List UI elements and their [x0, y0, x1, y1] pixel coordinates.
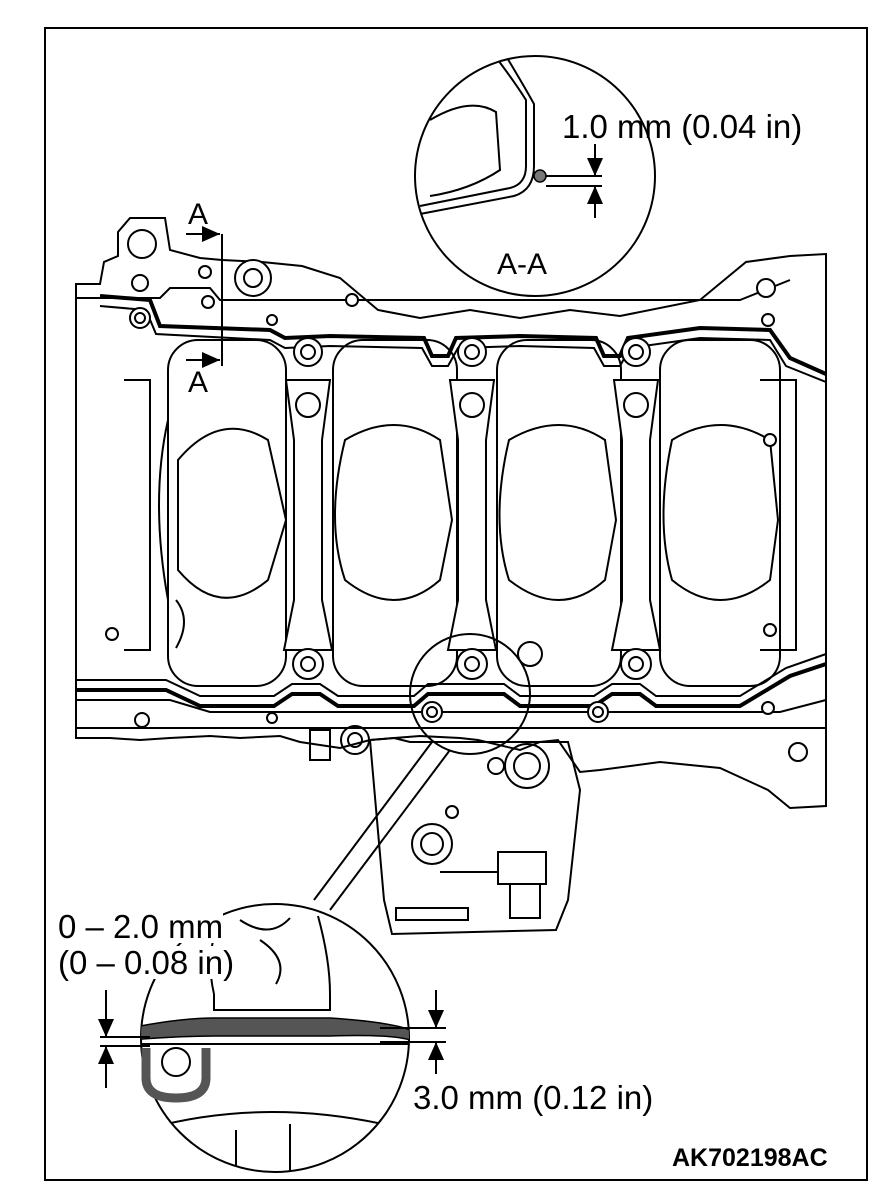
- figure-code: AK702198AC: [672, 1144, 828, 1172]
- bead-width-dimension: [98, 990, 150, 1088]
- gap-dimension-label: 1.0 mm (0.04 in): [562, 108, 803, 145]
- section-label-top: A: [188, 198, 209, 231]
- section-a-a-detail: [414, 55, 656, 297]
- bead-width-label-line1: 0 – 2.0 mm: [58, 908, 224, 945]
- bead-width-label-line2: (0 – 0.08 in): [58, 944, 235, 981]
- cylinder-bays: [167, 339, 781, 687]
- detail-leader-lines: [313, 741, 451, 911]
- section-line-a-a: [186, 226, 223, 368]
- bolt-holes: [105, 229, 808, 762]
- side-flange: [124, 379, 797, 651]
- section-label-bottom: A: [188, 366, 209, 399]
- sealant-bead: [141, 1017, 409, 1042]
- bearing-bridges: [282, 337, 662, 680]
- bead-thickness-label: 3.0 mm (0.12 in): [413, 1079, 654, 1116]
- detail-reference-circle: [409, 633, 531, 755]
- groove-bead: [141, 1048, 211, 1103]
- section-view-title: A-A: [497, 248, 548, 281]
- crankcase-outline: [75, 217, 827, 810]
- sealant-bead-dot: [533, 169, 547, 183]
- bead-thickness-dimension: [380, 990, 446, 1074]
- gap-dimension-lines: [546, 144, 603, 218]
- oil-pump-housing: [309, 725, 582, 936]
